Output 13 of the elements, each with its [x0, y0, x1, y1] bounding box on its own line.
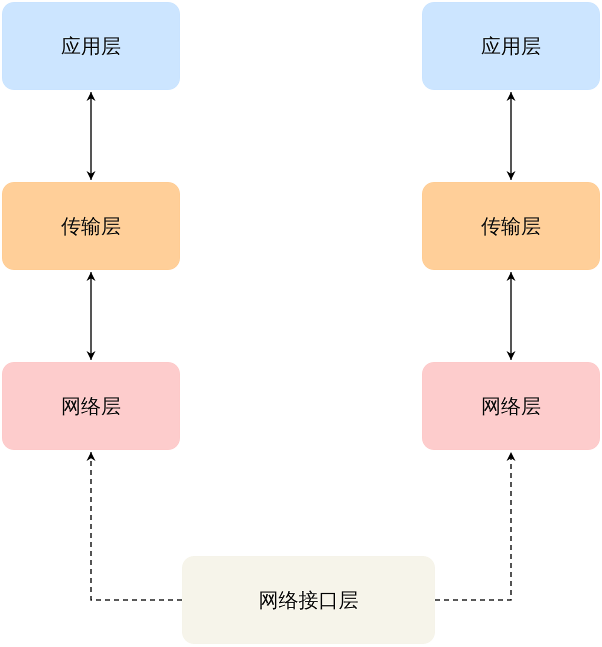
double-arrow	[506, 272, 516, 360]
layer-box: 网络层	[2, 362, 180, 450]
dashed-arrow	[435, 452, 516, 601]
layer-box: 传输层	[2, 182, 180, 270]
layer-box: 网络层	[422, 362, 600, 450]
double-arrow	[86, 272, 96, 360]
double-arrow	[86, 92, 96, 180]
layer-box: 应用层	[422, 2, 600, 90]
layer-box: 网络接口层	[182, 556, 435, 644]
layer-box: 应用层	[2, 2, 180, 90]
dashed-arrow	[86, 452, 182, 601]
layer-box: 传输层	[422, 182, 600, 270]
double-arrow	[506, 92, 516, 180]
